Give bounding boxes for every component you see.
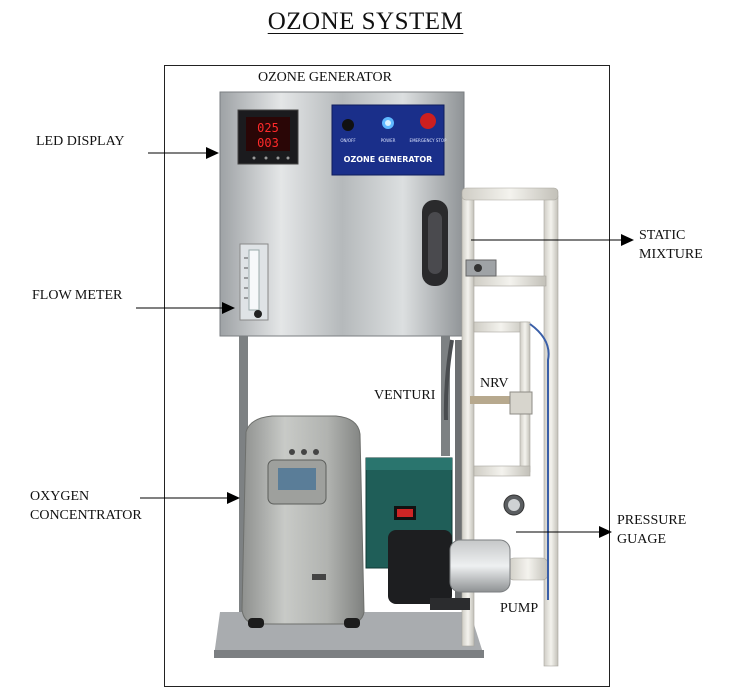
ozone-generator-unit: 025 003 ON/OFF POWER EMERGENCY STOP OZON… [219, 91, 465, 337]
label-venturi: VENTURI [374, 388, 436, 403]
label-oxygen-line2: CONCENTRATOR [30, 508, 142, 523]
power-caption: POWER [381, 138, 396, 143]
display-top-value: 025 [257, 121, 279, 135]
label-pressure-line2: GUAGE [617, 532, 666, 547]
switch-caption: ON/OFF [340, 138, 356, 143]
label-nrv: NRV [480, 376, 509, 391]
label-static-mixture: STATIC MIXTURE [639, 226, 703, 264]
pipework [443, 187, 559, 667]
emergency-caption: EMERGENCY STOP [410, 138, 447, 143]
label-ozone-generator: OZONE GENERATOR [258, 70, 392, 85]
label-oxygen-line1: OXYGEN [30, 489, 90, 504]
label-led-display: LED DISPLAY [36, 134, 125, 149]
label-pressure-gauge: PRESSURE GUAGE [617, 511, 686, 549]
led-display-unit: 025 003 [237, 109, 299, 165]
label-flow-meter: FLOW METER [32, 288, 123, 303]
label-oxygen-concentrator: OXYGEN CONCENTRATOR [30, 487, 142, 525]
display-bottom-value: 003 [257, 136, 279, 150]
label-static-line1: STATIC [639, 228, 686, 243]
label-pressure-line1: PRESSURE [617, 513, 687, 528]
figure-frame [164, 65, 610, 687]
flow-meter-unit [239, 243, 269, 321]
pump-unit [388, 530, 511, 610]
page-title: OZONE SYSTEM [267, 8, 464, 35]
label-pump: PUMP [500, 601, 539, 616]
control-panel: ON/OFF POWER EMERGENCY STOP OZONE GENERA… [331, 104, 447, 176]
label-static-line2: MIXTURE [639, 247, 703, 262]
oxygen-concentrator-unit [241, 415, 365, 628]
emergency-stop-icon [420, 113, 436, 129]
power-switch-icon [342, 119, 354, 131]
generator-brand: OZONE GENERATOR [344, 155, 433, 164]
